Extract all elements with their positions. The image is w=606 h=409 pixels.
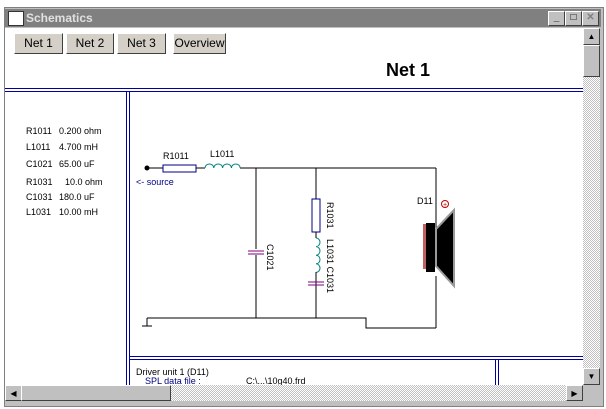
horizontal-scroll-thumb[interactable] <box>21 385 171 401</box>
label-r1031: R1031 <box>325 202 335 229</box>
net1-button[interactable]: Net 1 <box>14 33 63 54</box>
label-l1011: L1011 <box>210 149 235 159</box>
vertical-scrollbar[interactable]: ▲ ▼ <box>583 28 600 385</box>
window-title: Schematics <box>26 11 93 25</box>
net-title: Net 1 <box>386 60 431 80</box>
component-value: 180.0 uF <box>59 192 95 202</box>
driver-label: D11 <box>417 196 433 206</box>
app-icon <box>8 11 24 26</box>
title-bar[interactable]: Schematics _ □ ✕ <box>5 9 601 27</box>
component-row: L1031 10.00 mH <box>26 207 98 217</box>
divider <box>5 88 583 89</box>
divider <box>5 91 583 92</box>
close-button[interactable]: ✕ <box>582 11 599 26</box>
overview-button[interactable]: Overview <box>173 33 226 54</box>
divider <box>129 356 583 357</box>
client-area <box>5 28 583 385</box>
component-name: L1011 <box>26 142 51 152</box>
resize-grip[interactable] <box>583 385 600 401</box>
divider <box>126 91 127 385</box>
vertical-scroll-thumb[interactable] <box>583 45 600 77</box>
wires <box>142 167 437 329</box>
scroll-right-button[interactable]: ▶ <box>566 385 583 401</box>
component-row: R1031 10.0 ohm <box>26 177 103 187</box>
source-terminal <box>144 165 150 171</box>
component-row: L1011 4.700 mH <box>26 142 98 152</box>
polarity-plus-icon <box>441 200 449 208</box>
component-value: 10.00 mH <box>59 207 99 217</box>
divider <box>498 359 499 385</box>
svg-text:+: + <box>443 202 447 209</box>
inductor-l1011 <box>204 163 241 169</box>
source-label: <- source <box>136 177 174 187</box>
net3-button[interactable]: Net 3 <box>117 33 166 54</box>
component-row: C1021 65.00 uF <box>26 159 95 169</box>
capacitor-c1031 <box>308 281 324 286</box>
component-name: C1031 <box>26 192 53 202</box>
speaker-icon: + <box>423 200 455 289</box>
component-value: 0.200 ohm <box>59 126 102 136</box>
component-name: R1031 <box>26 177 53 187</box>
scroll-up-button[interactable]: ▲ <box>583 28 600 45</box>
component-name: C1021 <box>26 159 53 169</box>
minimize-button[interactable]: _ <box>548 11 565 26</box>
component-name: L1031 <box>26 207 52 217</box>
label-r1011: R1011 <box>163 151 189 161</box>
scroll-down-button[interactable]: ▼ <box>583 368 600 385</box>
component-value: 10.0 ohm <box>65 177 103 187</box>
divider <box>129 91 130 385</box>
maximize-button[interactable]: □ <box>565 11 582 26</box>
label-l1031-c1031: L1031 C1031 <box>325 239 335 294</box>
component-row: C1031 180.0 uF <box>26 192 95 202</box>
label-c1021: C1021 <box>265 244 275 271</box>
component-value: 65.00 uF <box>59 159 95 169</box>
divider <box>129 359 583 360</box>
component-row: R1011 0.200 ohm <box>26 126 102 136</box>
scroll-left-button[interactable]: ◀ <box>5 385 22 401</box>
resistor-r1011 <box>162 164 197 173</box>
spl-label: SPL data file : <box>145 376 201 386</box>
capacitor-c1021 <box>248 250 264 255</box>
net2-button[interactable]: Net 2 <box>66 33 114 54</box>
inductor-l1031 <box>315 237 321 273</box>
driver-heading: Driver unit 1 (D11) <box>136 367 209 377</box>
component-name: R1011 <box>26 126 52 136</box>
horizontal-scrollbar[interactable]: ◀ ▶ <box>5 385 583 401</box>
spl-value: C:\...\10g40.frd <box>246 376 306 386</box>
component-value: 4.700 mH <box>59 142 99 152</box>
resistor-r1031 <box>311 198 321 233</box>
divider <box>495 359 496 385</box>
